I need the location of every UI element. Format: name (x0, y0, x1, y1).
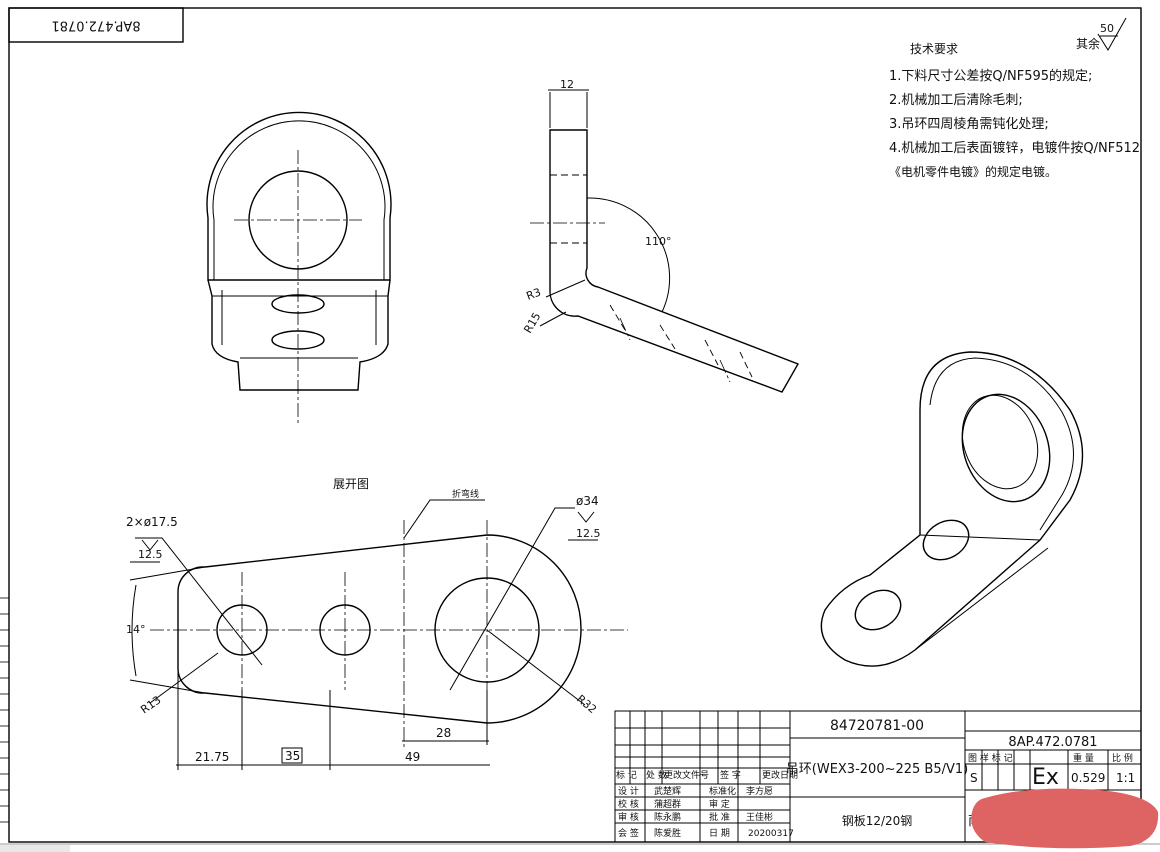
tb-hdr-scale: 比 例 (1112, 752, 1133, 764)
roughness-symbol (1097, 17, 1127, 51)
tb-rev-h1: 标 记 (616, 769, 637, 781)
tb-row1-name2: 李方愿 (746, 785, 773, 797)
left-edge-ticks (0, 597, 9, 823)
roughness-value: 50 (1100, 22, 1114, 35)
corner-stamp: 8AP.472.0781 (51, 18, 140, 33)
tech-item-5: 《电机零件电镀》的规定电镀。 (889, 164, 1057, 179)
flat-dim-b: 35 (285, 749, 300, 763)
redaction-mark (971, 788, 1159, 849)
isometric-view (820, 351, 1084, 667)
side-angle: 110° (645, 235, 672, 248)
flat-holes-rough: 12.5 (138, 548, 163, 561)
tb-part-code: 84720781-00 (830, 718, 924, 734)
tb-rev-h4: 签 字 (720, 769, 741, 781)
tb-row1-role2: 标准化 (709, 785, 736, 797)
tb-row4-name: 陈爱胜 (654, 827, 681, 839)
roughness-label: 其余 (1076, 36, 1100, 51)
front-view (206, 111, 392, 425)
tb-row4-name2: 20200317 (748, 829, 794, 839)
flat-dim-d: 28 (436, 726, 451, 740)
flat-big-hole: ø34 (576, 494, 599, 508)
tb-rev-h3: 更改文件号 (664, 769, 709, 781)
flat-holes-note: 2×ø17.5 (126, 515, 178, 529)
flat-bend-line: 折弯线 (452, 488, 479, 500)
tb-row2-role2: 审 定 (709, 798, 730, 810)
tb-rev-h2: 处 数 (646, 769, 667, 781)
tb-row3-name2: 王佳彬 (746, 811, 773, 823)
flat-roughness-symbols (130, 511, 598, 563)
tech-title: 技术要求 (910, 42, 958, 56)
flat-pattern (129, 499, 628, 770)
corner-stamp-box (8, 7, 184, 43)
flat-big-rough: 12.5 (576, 527, 601, 540)
tech-item-1: 1.下料尺寸公差按Q/NF595的规定; (889, 68, 1092, 84)
tb-name: 吊环(WEX3-200~225 B5/V1) (786, 762, 968, 777)
flat-angle: 14° (126, 623, 146, 636)
side-r-inner: R3 (525, 286, 543, 303)
tech-item-3: 3.吊环四周棱角需钝化处理; (889, 116, 1049, 132)
tb-stage: S (970, 771, 978, 785)
tb-row3-role: 审 核 (618, 811, 639, 823)
tb-drawing-no: 8AP.472.0781 (1008, 735, 1097, 750)
tech-item-2: 2.机械加工后清除毛刺; (889, 93, 1023, 108)
tb-scale: 1:1 (1116, 771, 1135, 785)
tb-row4-role2: 日 期 (709, 828, 730, 839)
flat-dim-a: 21.75 (195, 750, 229, 764)
tb-rev-h5: 更改日期 (762, 769, 798, 781)
tech-item-4: 4.机械加工后表面镀锌，电镀件按Q/NF512 (889, 140, 1140, 156)
tb-row2-name: 蒲超群 (654, 798, 681, 810)
tb-hdr-stage: 图 样 标 记 (968, 752, 1013, 764)
tb-row3-name: 陈永鹏 (654, 811, 681, 823)
tb-material: 钢板12/20钢 (842, 814, 913, 828)
side-view (530, 89, 800, 393)
tb-row1-name: 武楚辉 (654, 785, 681, 797)
flat-title: 展开图 (333, 477, 369, 491)
tb-row3-role2: 批 准 (709, 811, 730, 823)
sheet-border (8, 7, 1142, 843)
tb-row1-role: 设 计 (618, 785, 639, 797)
tb-row2-role: 校 核 (618, 798, 639, 810)
flat-dim-c: 49 (405, 750, 420, 764)
tb-row4-role: 会 签 (618, 827, 639, 839)
tb-weight: 0.529 (1071, 771, 1105, 785)
tb-hdr-weight: 重 量 (1073, 752, 1094, 764)
side-thickness: 12 (560, 78, 574, 91)
tb-ex-mark: Ex (1032, 765, 1059, 790)
